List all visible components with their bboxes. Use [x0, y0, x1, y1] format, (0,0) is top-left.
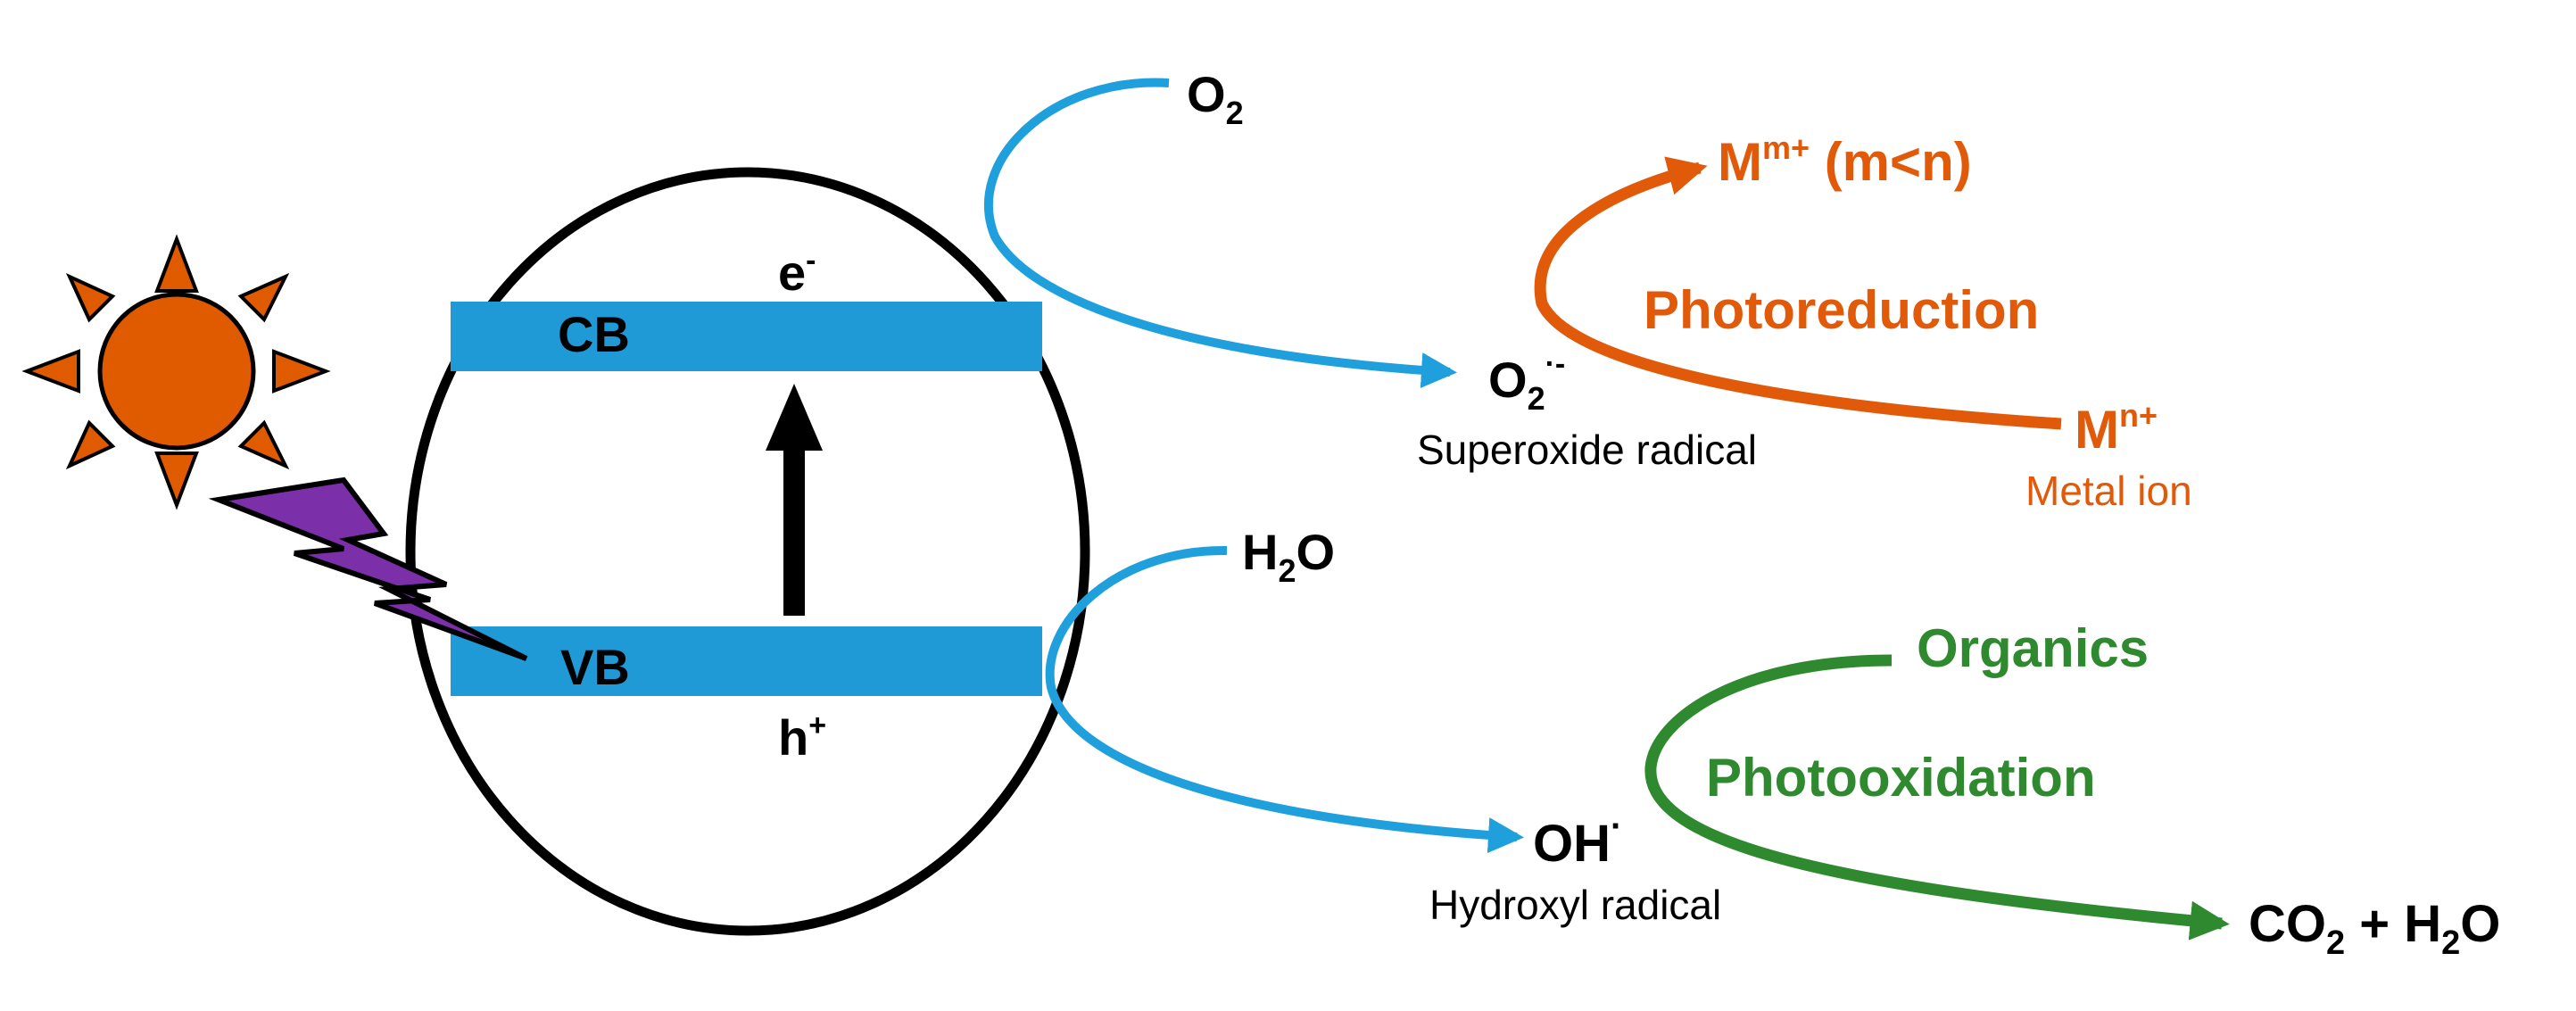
h2o-oxidation-arrow: [1045, 545, 1524, 854]
metal-ion-label: Mn+: [2075, 397, 2158, 460]
lightning-bolt-icon: [208, 476, 528, 661]
conduction-band: [451, 302, 1042, 371]
electron-label: e-: [778, 244, 816, 301]
metal-reduced-label: Mm+ (m<n): [1718, 129, 1972, 192]
photooxidation-arrow: [1644, 654, 2230, 941]
photooxidation-label: Photooxidation: [1706, 748, 2096, 808]
o2-reduction-arrow: [984, 78, 1457, 388]
vb-label: VB: [560, 639, 630, 695]
superoxide-name: Superoxide radical: [1417, 427, 1757, 473]
hole-label: h+: [778, 709, 826, 766]
semiconductor-particle: [405, 167, 1090, 936]
valence-band: [451, 626, 1042, 696]
photoreduction-label: Photoreduction: [1644, 280, 2039, 340]
metal-ion-name: Metal ion: [2025, 468, 2192, 514]
photoreduction-arrow: [1534, 156, 2062, 430]
h2o-label: H2O: [1242, 524, 1335, 589]
superoxide-label: O2·-: [1488, 347, 1565, 417]
cb-label: CB: [558, 306, 630, 362]
co2-h2o-label: CO2 + H2O: [2249, 895, 2500, 962]
sun-icon: [21, 234, 331, 510]
hydroxyl-label: OH·: [1533, 807, 1622, 873]
organics-label: Organics: [1917, 618, 2149, 678]
excitation-arrow: [766, 384, 823, 616]
o2-label: O2: [1187, 66, 1244, 131]
hydroxyl-name: Hydroxyl radical: [1429, 882, 1721, 928]
